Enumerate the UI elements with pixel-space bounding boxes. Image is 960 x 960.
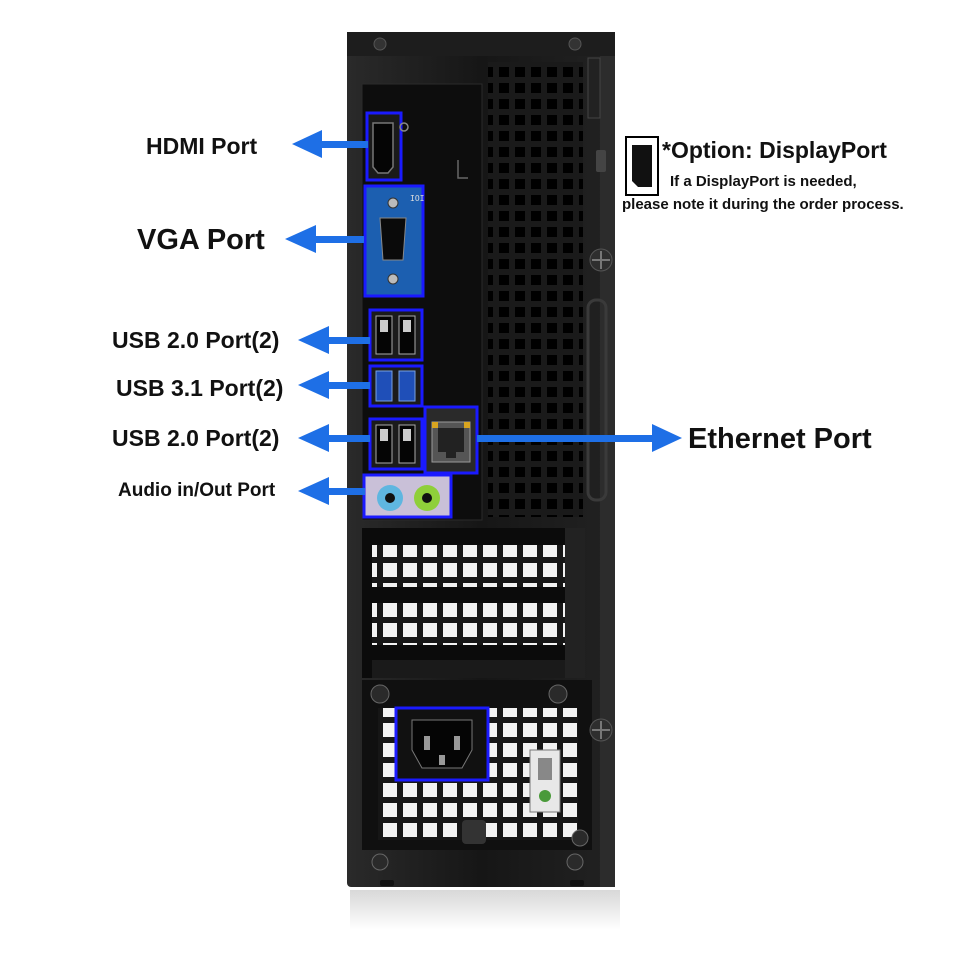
svg-text:IOI: IOI [410, 194, 425, 203]
thumb-screw-upper-cross [592, 251, 610, 269]
expansion-slots [362, 528, 585, 678]
ethernet-port-icon [423, 405, 479, 475]
side-handle [586, 298, 608, 502]
foot-left [380, 880, 394, 886]
left-arrow-icon [298, 371, 370, 399]
left-arrow-icon [298, 326, 370, 354]
bottom-screw-left [371, 853, 389, 871]
audio-jack-icon [362, 473, 453, 519]
label-usb2-top: USB 2.0 Port(2) [112, 327, 280, 353]
floor-shadow [350, 890, 620, 930]
top-screw-right [568, 37, 582, 51]
psu-switch [529, 749, 561, 813]
option-title: *Option: DisplayPort [662, 137, 887, 163]
left-arrow-icon [285, 225, 364, 253]
top-screw-left [373, 37, 387, 51]
power-socket-icon [394, 706, 490, 782]
arrows [285, 130, 682, 505]
left-arrow-icon [298, 424, 370, 452]
right-arrow-icon [477, 424, 682, 452]
label-ethernet-port: Ethernet Port [688, 423, 872, 455]
option-note-line1: If a DisplayPort is needed, [670, 173, 857, 190]
vga-port-icon: IOI [363, 184, 425, 298]
displayport-icon [625, 136, 659, 196]
label-hdmi-port: HDMI Port [146, 133, 258, 159]
usb-port-icon [368, 308, 424, 362]
label-usb31: USB 3.1 Port(2) [116, 375, 284, 401]
usb-port-icon [368, 417, 424, 471]
option-note-line2: please note it during the order process. [622, 196, 904, 213]
label-audio-port: Audio in/Out Port [118, 480, 276, 501]
label-vga-port: VGA Port [137, 224, 265, 256]
hdmi-port-icon [365, 111, 409, 182]
security-slot [596, 150, 606, 172]
usb-port-icon [368, 364, 424, 408]
bottom-screw-right [566, 853, 584, 871]
lock-slot [587, 57, 601, 119]
left-arrow-icon [292, 130, 368, 158]
foot-right [570, 880, 584, 886]
left-arrow-icon [298, 477, 365, 505]
panel-mark [457, 160, 468, 179]
vent-grille [488, 62, 583, 517]
label-usb2-bottom: USB 2.0 Port(2) [112, 425, 280, 451]
